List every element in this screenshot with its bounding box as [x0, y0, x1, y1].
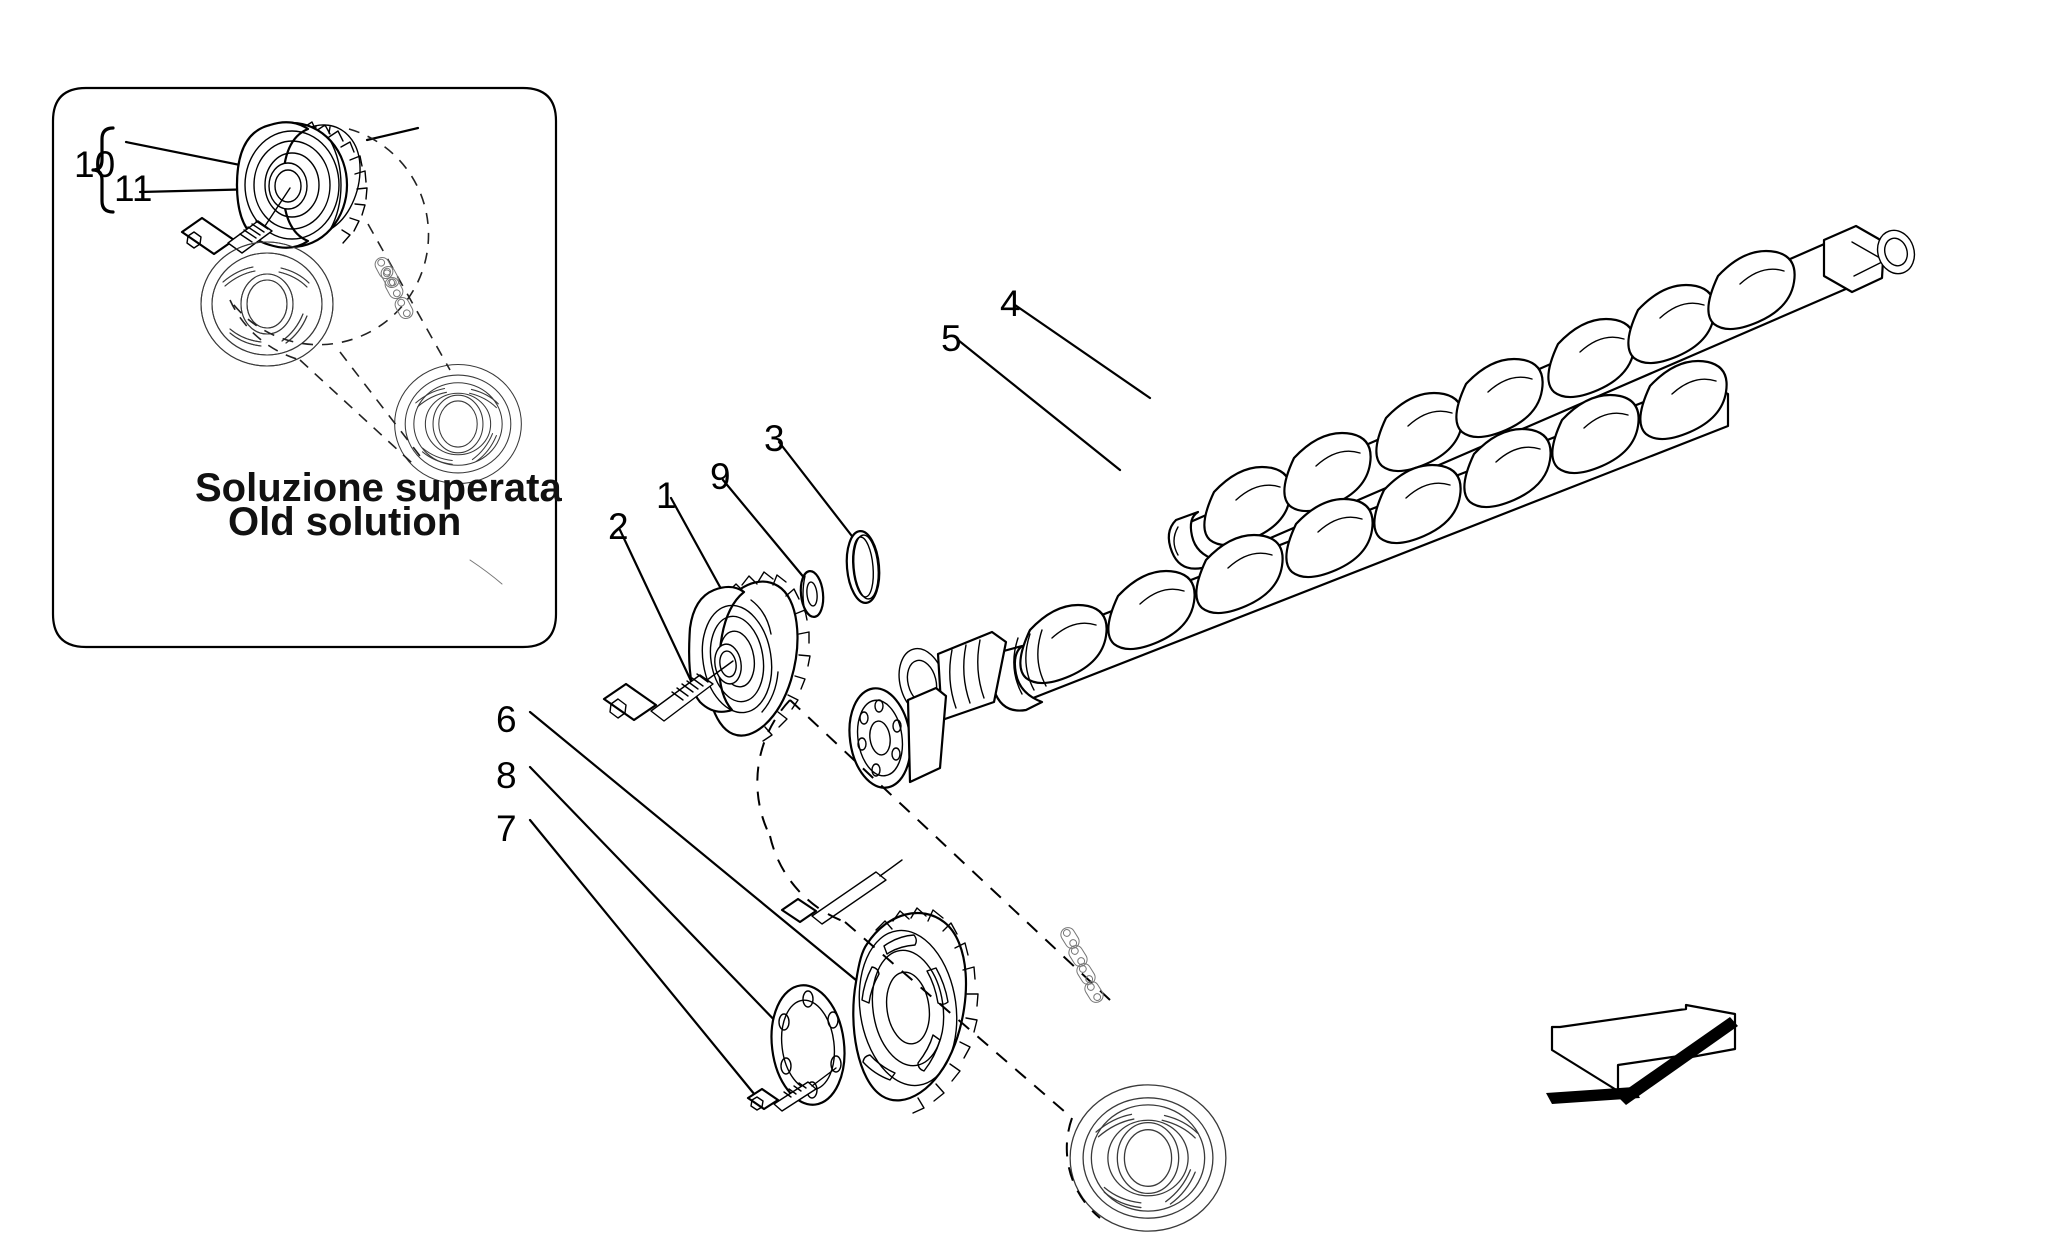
inset-bracket-10-11: [91, 126, 115, 214]
lower-camshaft: [898, 360, 1730, 722]
callout-label-6: 6: [496, 699, 517, 740]
inset-center-bolt: [180, 187, 291, 256]
old-solution-inset-panel: [51, 86, 558, 649]
inset-phaser-pulley: [235, 121, 368, 249]
callout-label-11: 11: [114, 168, 153, 209]
upper-camshaft: [1167, 224, 1916, 570]
vvt-phaser-assembly: [688, 571, 811, 742]
callout-label-4: 4: [1000, 283, 1021, 324]
sprocket-retaining-bolt: [780, 859, 903, 925]
callout-leader-lines: [528, 303, 1152, 1097]
ghost-chain-drive: [756, 699, 1227, 1232]
callout-label-7: 7: [496, 808, 517, 849]
callout-label-5: 5: [941, 318, 962, 359]
callout-label-3: 3: [764, 418, 785, 459]
view-direction-arrow: [1546, 1003, 1738, 1105]
callout-label-8: 8: [496, 755, 517, 796]
phaser-center-bolt: [602, 660, 734, 722]
o-ring-seal: [845, 530, 881, 604]
camshaft-front-hub: [848, 686, 948, 789]
thrust-washer: [799, 569, 825, 619]
inset-caption-italian: Soluzione superata: [195, 466, 562, 510]
callout-label-9: 9: [710, 456, 731, 497]
callout-label-10: 10: [74, 144, 116, 185]
chain-sprocket: [852, 907, 979, 1114]
flange-screw: [746, 1067, 837, 1112]
inset-caption-english: Old solution: [228, 500, 462, 544]
callout-label-1: 1: [656, 475, 677, 516]
inset-ghost-drive: [200, 128, 522, 585]
callout-label-2: 2: [608, 506, 629, 547]
